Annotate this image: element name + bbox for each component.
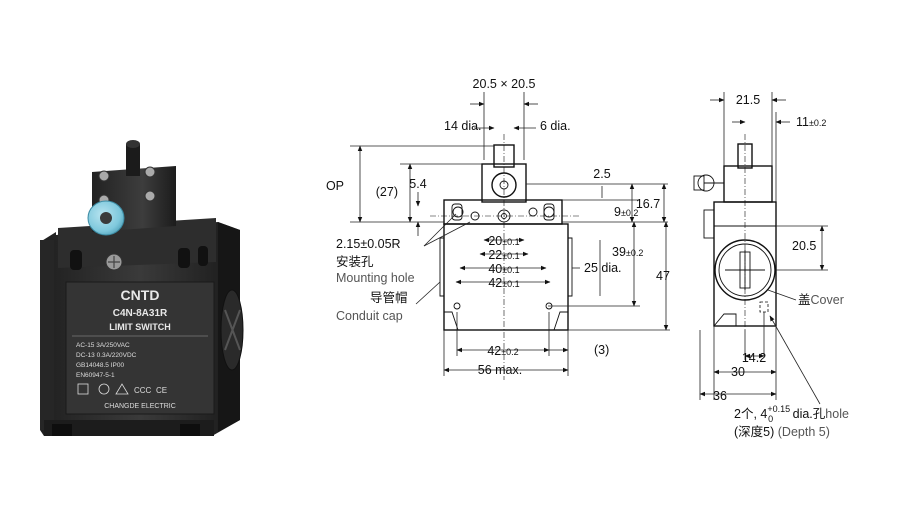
insulation-symbol-icon xyxy=(77,383,89,395)
type-text: LIMIT SWITCH xyxy=(109,322,171,332)
mount-radius-label: 2.15±0.05R xyxy=(336,237,401,251)
dim-25-dia-label: 25 dia. xyxy=(584,261,622,275)
w20-label: 20±0.1 xyxy=(488,234,519,248)
dim-11-label: 11±0.2 xyxy=(796,115,826,129)
max56-label: 56 max. xyxy=(478,363,522,377)
dim-30-label: 30 xyxy=(731,365,745,379)
dim-20-5-label: 20.5 xyxy=(792,239,816,253)
dim-21-5-label: 21.5 xyxy=(736,93,760,107)
dim-5-4-label: 5.4 xyxy=(409,177,426,191)
w42-label: 42±0.1 xyxy=(488,276,519,290)
warning-symbol-icon xyxy=(115,383,129,395)
dim-16-7-label: 16.7 xyxy=(636,197,660,211)
ground-symbol-icon xyxy=(98,383,110,395)
conduit-en-label: Conduit cap xyxy=(336,309,403,323)
mount-cn-label: 安装孔 xyxy=(336,254,374,269)
w40-label: 40±0.1 xyxy=(488,262,519,276)
rating-ac-text: AC-15 3A/250VAC xyxy=(76,342,130,349)
dim-39-label: 39±0.2 xyxy=(612,245,643,259)
roller-dia-label: 14 dia. xyxy=(444,119,482,133)
rating-dc-text: DC-13 0.3A/220VDC xyxy=(76,352,137,359)
standard-1-text: GB14048.5 IP00 xyxy=(76,362,124,369)
op-label: OP xyxy=(326,179,344,193)
dim-9-label: 9±0.2 xyxy=(614,205,638,219)
plunger-dia-label: 6 dia. xyxy=(540,119,571,133)
dim-2-5-label: 2.5 xyxy=(593,167,610,181)
brand-text: CNTD xyxy=(121,287,160,303)
dim-27-label: (27) xyxy=(376,185,398,199)
dim-36-label: 36 xyxy=(713,389,727,403)
mount-en-label: Mounting hole xyxy=(336,271,415,285)
model-text: C4N-8A31R xyxy=(113,308,168,319)
conduit-cn-label: 导管帽 xyxy=(370,290,408,305)
cover-label: 盖Cover xyxy=(798,293,844,307)
dim-14-2-label: 14.2 xyxy=(742,351,766,365)
depth-label: (深度5) (Depth 5) xyxy=(734,424,830,439)
front-view-drawing: 20.5 × 20.5 14 dia. 6 dia. OP (27) 5.4 2… xyxy=(326,77,670,380)
w22-label: 22±0.1 xyxy=(488,248,519,262)
ce-mark-icon: CE xyxy=(156,386,167,395)
plunger xyxy=(126,144,140,176)
bottom-42-label: 42±0.2 xyxy=(487,344,518,358)
standard-2-text: EN60947-5-1 xyxy=(76,372,115,379)
dim-20-5x20-5: 20.5 × 20.5 xyxy=(473,77,536,91)
maker-text: CHANGDE ELECTRIC xyxy=(104,403,176,410)
ccc-mark-icon: CCC xyxy=(134,386,152,395)
label-plate xyxy=(65,281,215,415)
product-photo: CNTD C4N-8A31R LIMIT SWITCH AC-15 3A/250… xyxy=(40,140,244,436)
side-view-drawing: 21.5 11±0.2 20.5 盖Cover 14.2 30 36 2个, 4… xyxy=(693,92,849,439)
dim-3-label: (3) xyxy=(594,343,609,357)
dim-47-label: 47 xyxy=(656,269,670,283)
